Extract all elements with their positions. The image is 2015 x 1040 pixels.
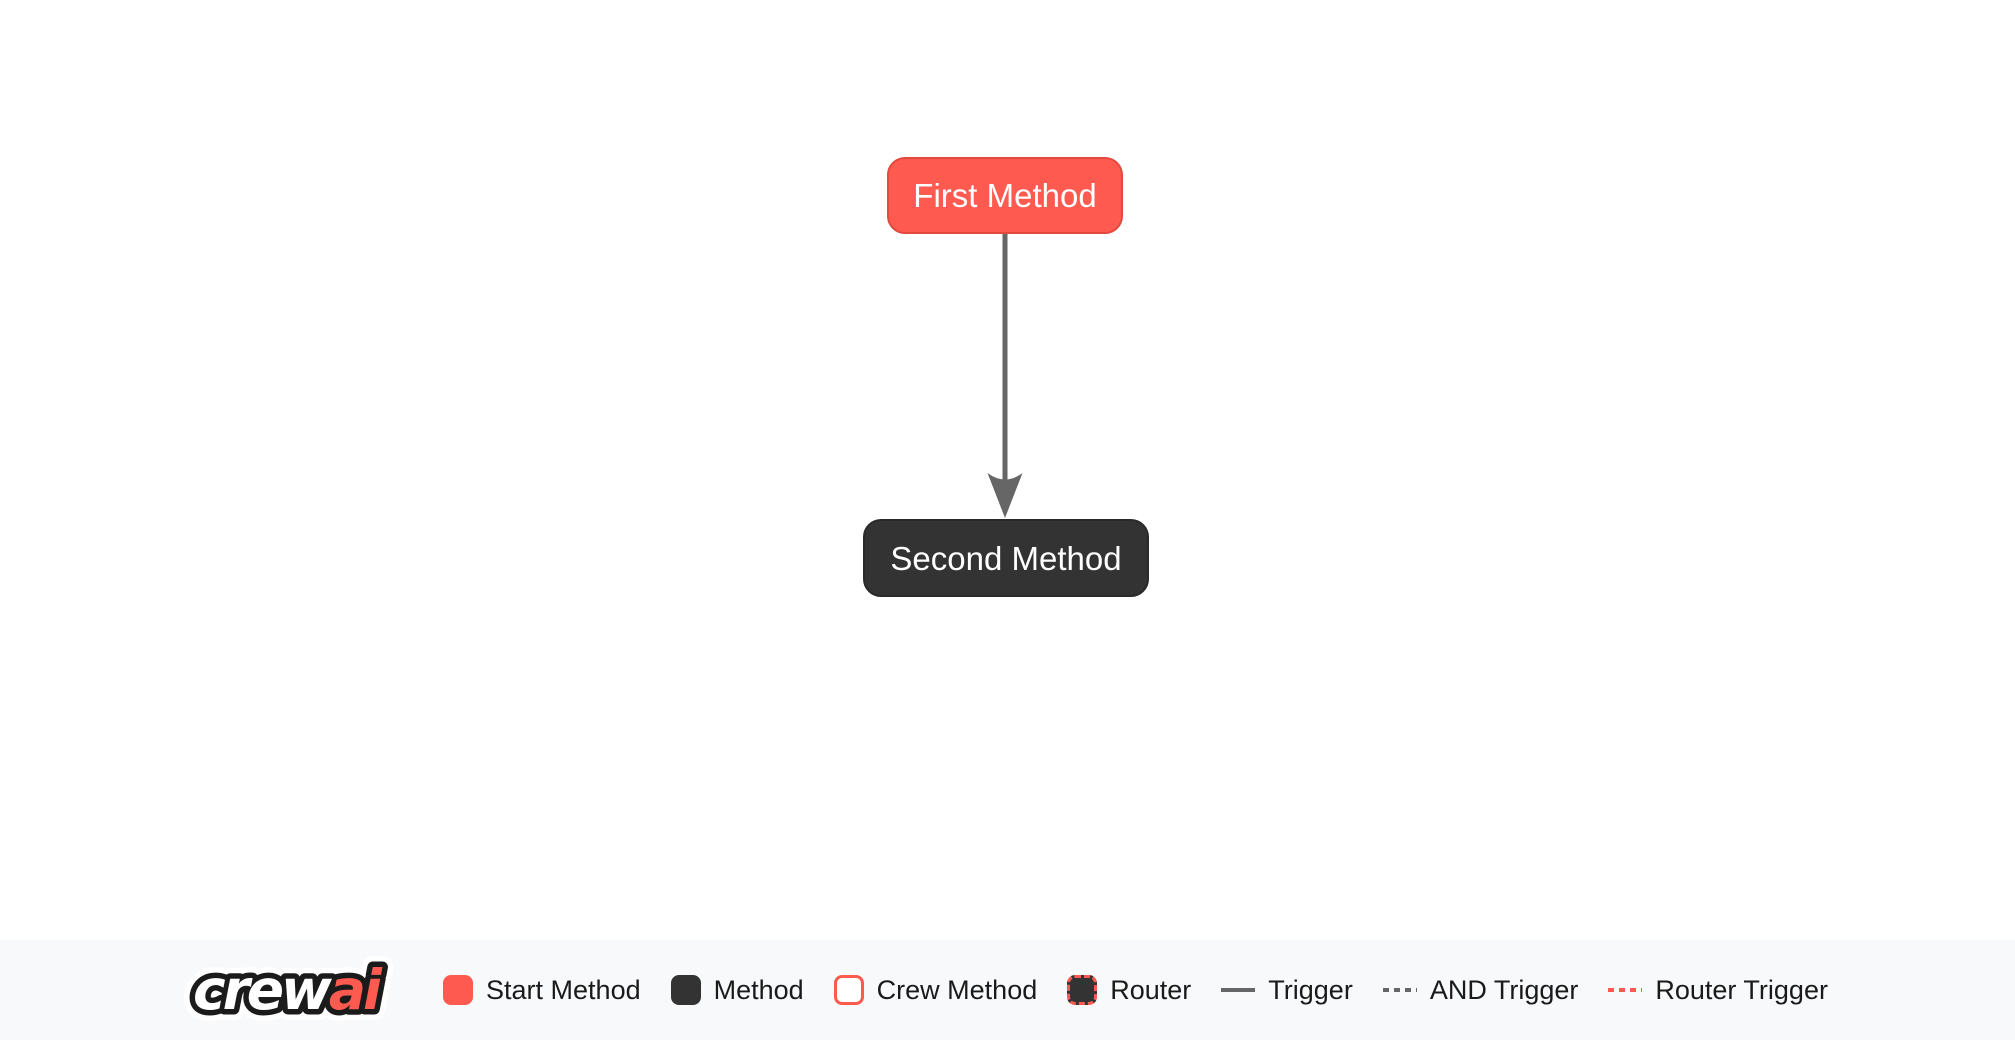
node-first-method-label: First Method <box>913 177 1097 214</box>
router-trigger-line-icon <box>1608 988 1643 992</box>
legend-item-crew-method: Crew Method <box>833 974 1038 1006</box>
legend-label-crew-method: Crew Method <box>876 974 1038 1005</box>
legend-item-router: Router <box>1067 975 1191 1006</box>
legend-item-trigger: Trigger <box>1221 975 1353 1006</box>
logo-text-ai: ai <box>329 958 383 1022</box>
crew-method-swatch-icon <box>833 975 864 1005</box>
trigger-line-icon <box>1221 988 1256 992</box>
node-first-method[interactable]: First Method <box>887 157 1123 234</box>
flow-canvas[interactable]: First Method Second Method <box>0 0 2015 940</box>
legend-item-and-trigger: AND Trigger <box>1382 974 1579 1006</box>
legend-label-start-method: Start Method <box>486 974 641 1005</box>
legend-item-router-trigger: Router Trigger <box>1608 975 1828 1006</box>
legend-label-router-trigger: Router Trigger <box>1655 974 1828 1005</box>
logo-text-crew: crew <box>193 958 332 1022</box>
crewai-logo-text: crewai <box>193 958 383 1022</box>
legend-label-and-trigger: AND Trigger <box>1429 974 1579 1005</box>
node-second-method[interactable]: Second Method <box>863 519 1149 597</box>
edge-layer <box>987 234 1023 518</box>
and-trigger-line-icon <box>1382 988 1417 992</box>
crewai-logo: crewai crewai crewai <box>182 947 397 1033</box>
legend-label-trigger: Trigger <box>1268 974 1353 1005</box>
router-swatch-icon <box>1067 975 1098 1005</box>
node-second-method-label: Second Method <box>890 539 1122 577</box>
legend-item-start-method: Start Method <box>443 975 641 1006</box>
legend-label-method: Method <box>713 974 804 1005</box>
start-method-swatch-icon <box>443 975 474 1005</box>
legend-item-method: Method <box>670 974 804 1006</box>
trigger-edge <box>987 234 1023 518</box>
method-swatch-icon <box>670 975 701 1005</box>
legend-label-router: Router <box>1110 974 1192 1005</box>
legend-bar: crewai crewai crewai Start Method Method… <box>0 940 2015 1040</box>
